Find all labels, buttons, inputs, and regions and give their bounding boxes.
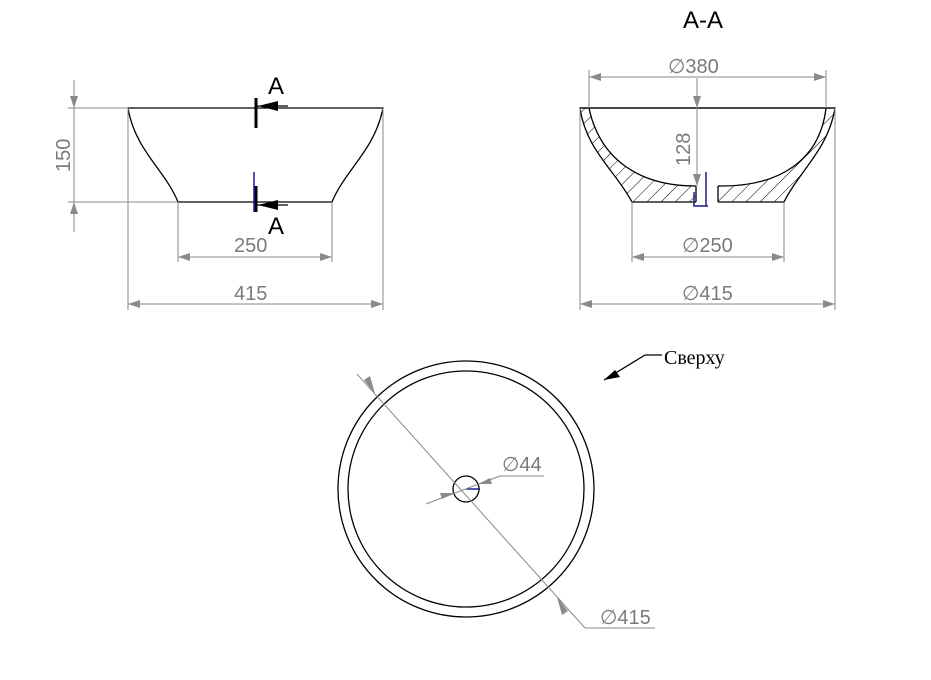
bottom-width-label: 250 — [234, 235, 267, 257]
section-marker-top: A — [254, 73, 288, 128]
height-dim-label: 150 — [53, 139, 75, 172]
top-outer-diameter-label: ∅415 — [600, 607, 651, 629]
height-dimension: 150 — [53, 80, 178, 232]
section-letter-top: A — [268, 73, 284, 100]
view-direction-indicator: Сверху — [603, 347, 725, 381]
inner-diameter-dimension: ∅380 — [588, 56, 827, 108]
top-outer-rim — [337, 360, 595, 618]
base-diameter-dimension: ∅250 — [631, 202, 785, 262]
bottom-width-dimension: 250 — [177, 202, 333, 262]
section-title: A-A — [683, 7, 723, 34]
drain-opening — [696, 182, 718, 204]
top-outer-diameter-dimension: ∅415 — [356, 373, 655, 629]
outer-diameter-dimension: ∅415 — [579, 108, 836, 310]
top-drain-diameter-label: ∅44 — [502, 454, 542, 476]
top-inner-rim — [347, 370, 585, 608]
section-marker-bottom: A — [253, 172, 288, 240]
top-view: Сверху ∅415 ∅44 — [337, 347, 725, 629]
top-width-label: 415 — [234, 283, 267, 305]
section-letter-bottom: A — [268, 213, 284, 240]
inner-depth-dimension: 128 — [673, 78, 701, 186]
section-view: A-A ∅380 128 — [579, 7, 836, 310]
inner-diameter-label: ∅380 — [668, 56, 719, 78]
inner-depth-label: 128 — [673, 133, 695, 166]
base-diameter-label: ∅250 — [682, 235, 733, 257]
top-width-dimension: 415 — [127, 108, 384, 310]
outer-diameter-label: ∅415 — [682, 283, 733, 305]
top-drain-diameter-dimension: ∅44 — [425, 454, 544, 505]
view-label: Сверху — [664, 347, 725, 369]
front-view: A A 150 250 — [53, 73, 384, 310]
